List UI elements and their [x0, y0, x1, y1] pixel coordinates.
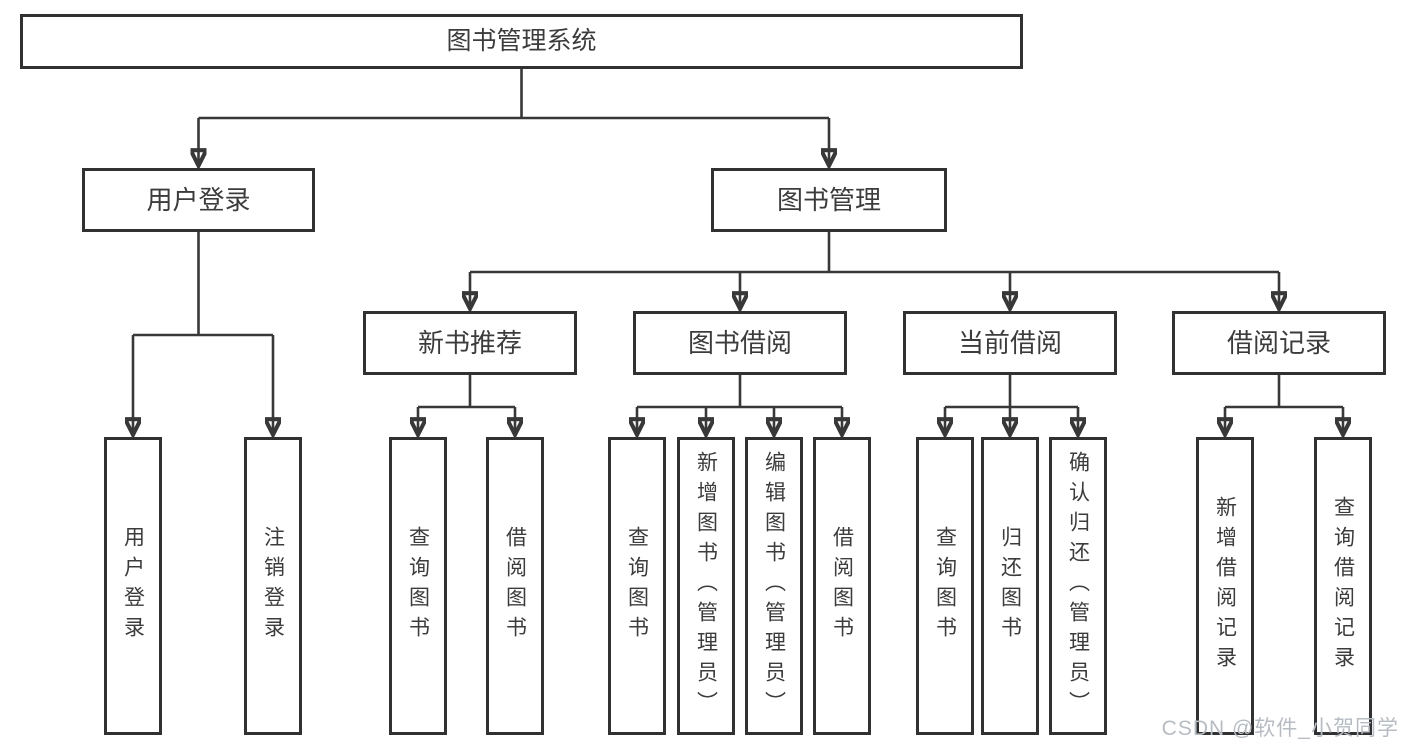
- node-borrowing-records: 借阅记录: [1172, 311, 1386, 375]
- node-user-login: 用户登录: [82, 168, 315, 232]
- leaf-bb-query-books: 查询图书: [608, 437, 666, 735]
- node-root-library-system: 图书管理系统: [20, 14, 1023, 69]
- leaf-br-add-record: 新增借阅记录: [1196, 437, 1254, 735]
- leaf-cb-confirm-return-admin: 确认归还（管理员）: [1049, 437, 1107, 735]
- leaf-nb-borrow-books: 借阅图书: [486, 437, 544, 735]
- leaf-bb-edit-books-admin: 编辑图书（管理员）: [745, 437, 803, 735]
- leaf-logout: 注销登录: [244, 437, 302, 735]
- node-book-borrowing: 图书借阅: [633, 311, 847, 375]
- leaf-br-query-record: 查询借阅记录: [1314, 437, 1372, 735]
- leaf-nb-query-books: 查询图书: [389, 437, 447, 735]
- leaf-cb-query-books: 查询图书: [916, 437, 974, 735]
- leaf-cb-return-books: 归还图书: [981, 437, 1039, 735]
- node-book-management: 图书管理: [711, 168, 947, 232]
- leaf-bb-borrow-books: 借阅图书: [813, 437, 871, 735]
- node-new-book-recommend: 新书推荐: [363, 311, 577, 375]
- leaf-user-login: 用户登录: [104, 437, 162, 735]
- leaf-bb-add-books-admin: 新增图书（管理员）: [677, 437, 735, 735]
- csdn-watermark: CSDN @软件_小贺同学: [1161, 717, 1399, 740]
- node-current-borrowing: 当前借阅: [903, 311, 1117, 375]
